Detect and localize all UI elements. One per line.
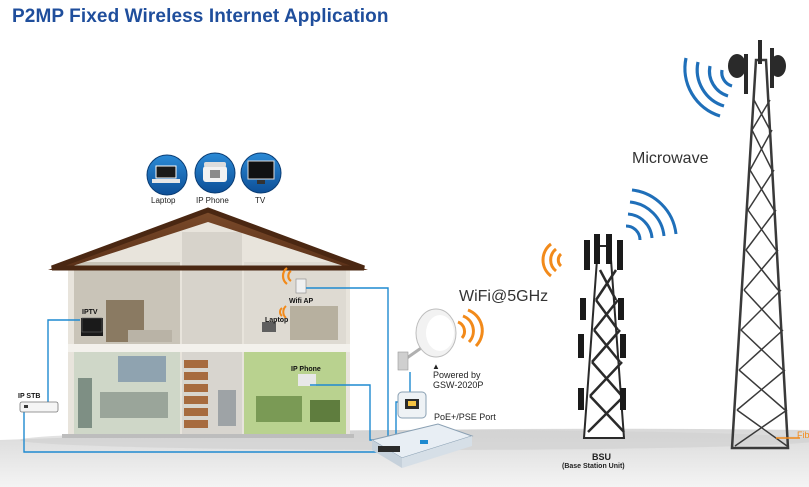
wifi-ap-waves (281, 267, 292, 285)
microwave-tower (728, 40, 790, 450)
wifi-ap-label: Wifi AP (289, 298, 314, 305)
poe-switch (370, 423, 474, 468)
laptop-icon (146, 154, 188, 196)
poe-port-label: PoE+/PSE Port (434, 412, 496, 422)
bsu-fullname-label: (Base Station Unit) (562, 463, 625, 470)
ip-phone-label: IP Phone (196, 196, 229, 205)
cpe-wifi-waves (457, 308, 484, 348)
fiber-label: Fib (797, 430, 809, 440)
laptop-label: Laptop (151, 196, 176, 205)
bsu-wifi-waves (541, 242, 563, 278)
powered-by-label: Powered by (433, 370, 481, 380)
wifi-5ghz-label: WiFi@5GHz (459, 288, 549, 305)
phone-icon (194, 152, 236, 194)
page-title: P2MP Fixed Wireless Internet Application (12, 6, 389, 27)
tv-label: TV (255, 196, 266, 205)
laptop-waves (279, 305, 287, 319)
tower-microwave-waves (683, 57, 733, 118)
ip-stb-label: IP STB (18, 393, 41, 400)
house-laptop-label: Laptop (265, 317, 289, 324)
tv-icon (240, 152, 282, 194)
cpe-antenna (397, 308, 457, 371)
triangle-icon: ▲ (432, 362, 440, 371)
ip-stb-device (19, 401, 59, 413)
model-label: GSW-2020P (433, 380, 484, 390)
microwave-label: Microwave (632, 150, 709, 167)
iptv-label: IPTV (82, 309, 98, 316)
bsu-tower (578, 234, 626, 439)
poe-port-inset (397, 391, 427, 419)
ip-phone-device-label: IP Phone (291, 366, 321, 373)
house (48, 207, 368, 438)
bsu-microwave-waves (625, 188, 678, 241)
bsu-label: BSU (592, 452, 612, 462)
